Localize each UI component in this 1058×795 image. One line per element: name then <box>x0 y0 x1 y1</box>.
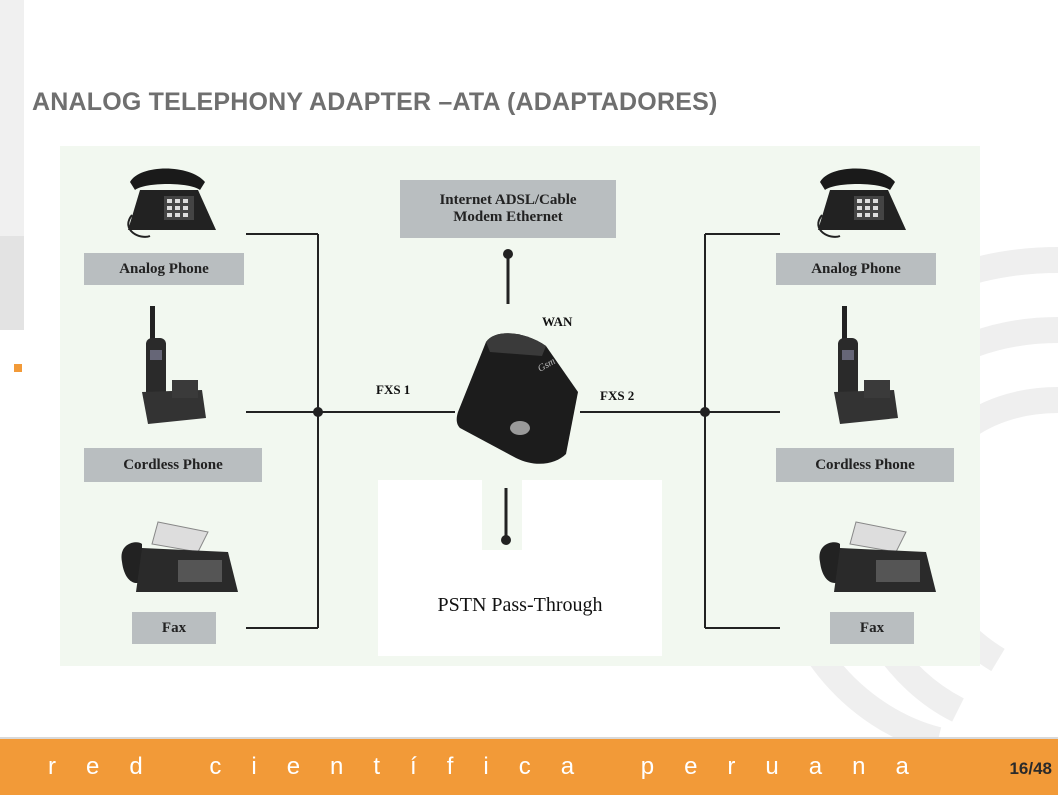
left-fax-label: Fax <box>132 612 216 644</box>
footer-bar: red científica peruana 16/48 <box>0 737 1058 795</box>
internet-modem-label: Internet ADSL/Cable Modem Ethernet <box>400 180 616 238</box>
internet-label-line2: Modem Ethernet <box>453 209 563 225</box>
desk-phone-icon <box>817 168 906 238</box>
fax-machine-icon <box>819 521 936 592</box>
left-junction-dot <box>313 407 323 417</box>
left-decor-bar-top <box>0 0 24 236</box>
fxs2-label: FXS 2 <box>600 388 635 403</box>
left-wiring <box>246 233 455 629</box>
wan-dot <box>503 249 513 259</box>
left-analog-phone-label: Analog Phone <box>84 253 244 285</box>
right-cordless-phone-label: Cordless Phone <box>776 448 954 482</box>
desk-phone-icon <box>127 168 216 238</box>
ata-adapter-icon: Gsm <box>456 333 578 464</box>
cordless-phone-icon <box>834 306 898 424</box>
bullet-marker <box>14 364 22 372</box>
fax-machine-icon <box>121 521 238 592</box>
cordless-phone-icon <box>142 306 206 424</box>
right-junction-dot <box>700 407 710 417</box>
ata-diagram: Gsm PSTN Pass-Through Internet ADSL/Cabl… <box>60 146 980 666</box>
right-analog-phone-label: Analog Phone <box>776 253 936 285</box>
left-cordless-phone-label: Cordless Phone <box>84 448 262 482</box>
pstn-label: PSTN Pass-Through <box>437 594 603 616</box>
footer-brand-text: red científica peruana <box>48 753 939 780</box>
wan-label: WAN <box>542 314 573 329</box>
internet-label-line1: Internet ADSL/Cable <box>439 192 577 208</box>
diagram-wiring <box>121 168 936 629</box>
page-title: ANALOG TELEPHONY ADAPTER –ATA (ADAPTADOR… <box>32 88 718 116</box>
page-number: 16/48 <box>1009 759 1052 779</box>
pstn-wiring: Gsm <box>456 333 578 550</box>
right-fax-label: Fax <box>830 612 914 644</box>
right-wiring <box>580 233 780 629</box>
fxs1-label: FXS 1 <box>376 382 411 397</box>
